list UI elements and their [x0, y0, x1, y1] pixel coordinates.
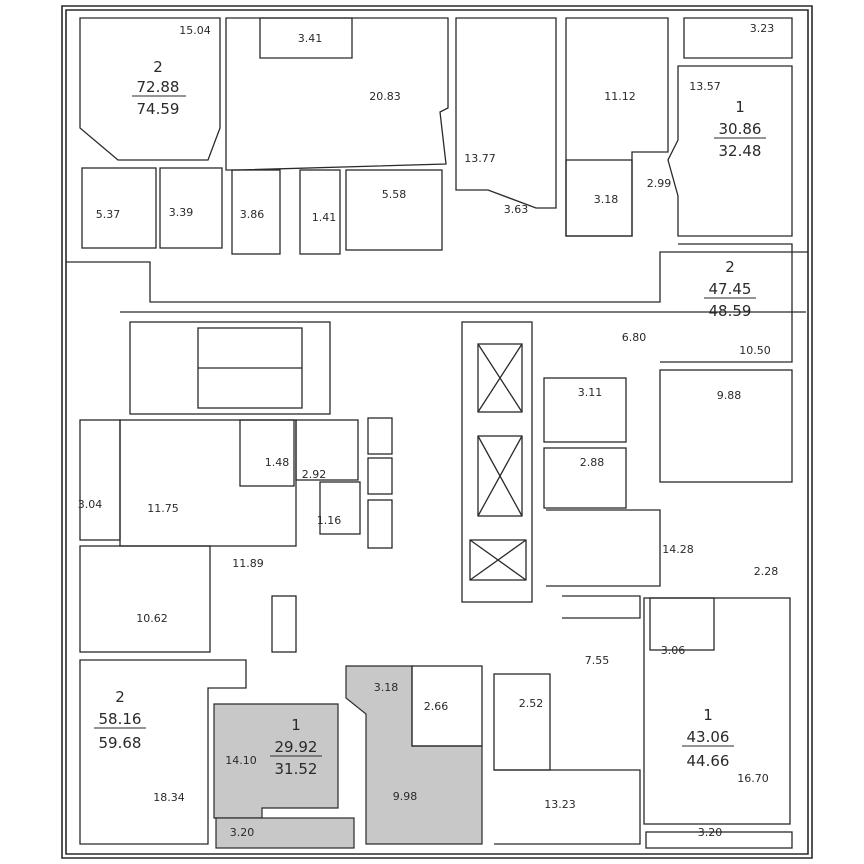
room-area: 11.75 — [147, 502, 179, 515]
apartment-top-right[interactable]: 1 30.86 32.48 — [714, 98, 766, 160]
apartment-top-left[interactable]: 2 72.88 74.59 — [132, 58, 186, 118]
room-area: 3.18 — [374, 681, 399, 694]
room-area: 14.28 — [662, 543, 694, 556]
apartment-bottom-left[interactable]: 2 58.16 59.68 — [94, 688, 146, 752]
room-area: 10.62 — [136, 612, 168, 625]
room-area: 13.77 — [464, 152, 496, 165]
room-area: 2.92 — [302, 468, 327, 481]
room-area: 3.86 — [240, 208, 265, 221]
apartment-rooms: 2 — [115, 688, 125, 706]
apartment-labels: 2 72.88 74.59 1 30.86 32.48 2 47.45 48.5… — [94, 58, 766, 778]
room-area: 3.41 — [298, 32, 323, 45]
room-area: 5.58 — [382, 188, 407, 201]
room-area: 20.83 — [369, 90, 401, 103]
room-area-labels: 15.04 3.41 20.83 13.77 11.12 3.23 13.57 … — [78, 22, 779, 839]
room-area: 3.06 — [661, 644, 686, 657]
selected-apartment-highlight — [213, 665, 483, 849]
room-area: 11.89 — [232, 557, 264, 570]
room-area: 3.63 — [504, 203, 529, 216]
room-area: 9.98 — [393, 790, 418, 803]
room-area: 2.99 — [647, 177, 672, 190]
room-area: 13.57 — [689, 80, 721, 93]
apartment-rooms: 2 — [725, 258, 735, 276]
room-area: 1.41 — [312, 211, 337, 224]
room-area: 15.04 — [179, 24, 211, 37]
room-area: 2.66 — [424, 700, 449, 713]
room-area: 2.28 — [754, 565, 779, 578]
room-area: 16.70 — [737, 772, 769, 785]
apartment-living-area: 29.92 — [275, 738, 318, 756]
exterior-walls — [61, 5, 813, 859]
room-area: 18.34 — [153, 791, 185, 804]
room-area: 13.23 — [544, 798, 576, 811]
room-area: 1.16 — [317, 514, 342, 527]
apartment-total-area: 48.59 — [709, 302, 752, 320]
apartment-rooms: 2 — [153, 58, 163, 76]
room-area: 1.48 — [265, 456, 290, 469]
apartment-total-area: 59.68 — [99, 734, 142, 752]
room-area: 5.37 — [96, 208, 121, 221]
apartment-total-area: 44.66 — [687, 752, 730, 770]
apartment-rooms: 1 — [735, 98, 745, 116]
apartment-living-area: 72.88 — [137, 78, 180, 96]
room-area: 6.80 — [622, 331, 647, 344]
apartment-rooms: 1 — [291, 716, 301, 734]
apartment-total-area: 31.52 — [275, 760, 318, 778]
apartment-bottom-center[interactable]: 1 29.92 31.52 — [270, 716, 322, 778]
apartment-living-area: 30.86 — [719, 120, 762, 138]
room-area: 3.18 — [594, 193, 619, 206]
room-area: 3.23 — [750, 22, 775, 35]
apartment-right-upper[interactable]: 2 47.45 48.59 — [704, 258, 756, 320]
apartment-rooms: 1 — [703, 706, 713, 724]
room-area: 14.10 — [225, 754, 257, 767]
apartment-total-area: 74.59 — [137, 100, 180, 118]
apartment-bottom-right[interactable]: 1 43.06 44.66 — [682, 706, 734, 770]
room-area: 2.52 — [519, 697, 544, 710]
room-area: 3.20 — [698, 826, 723, 839]
apartment-total-area: 32.48 — [719, 142, 762, 160]
room-area: 9.88 — [717, 389, 742, 402]
room-area: 10.50 — [739, 344, 771, 357]
apartment-living-area: 43.06 — [687, 728, 730, 746]
apartment-living-area: 58.16 — [99, 710, 142, 728]
room-area: 2.88 — [580, 456, 605, 469]
room-area: 3.11 — [578, 386, 603, 399]
room-area: 11.12 — [604, 90, 636, 103]
room-area: 7.55 — [585, 654, 610, 667]
apartment-living-area: 47.45 — [709, 280, 752, 298]
interior-walls — [66, 17, 808, 849]
room-area: 3.04 — [78, 498, 103, 511]
room-area: 3.20 — [230, 826, 255, 839]
windows — [61, 5, 813, 859]
room-area: 3.39 — [169, 206, 194, 219]
